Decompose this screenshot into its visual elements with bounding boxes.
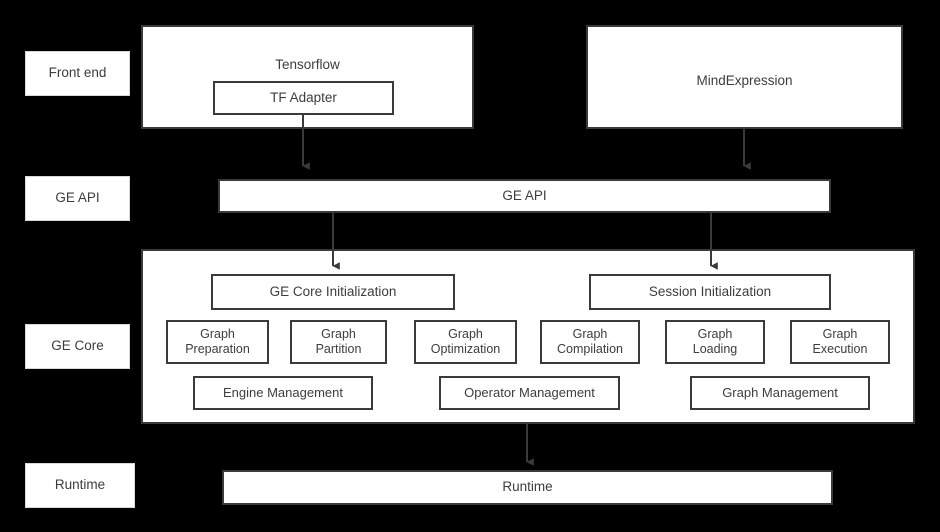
- layer-label-ge-core: GE Core: [25, 324, 130, 369]
- tensorflow-title: Tensorflow: [275, 57, 340, 72]
- mindexpression-title: MindExpression: [696, 73, 793, 88]
- graph-compilation-label: Graph Compilation: [556, 326, 623, 356]
- operator-management-box[interactable]: Operator Management: [439, 376, 620, 410]
- session-initialization-box[interactable]: Session Initialization: [589, 274, 831, 310]
- graph-compilation-box[interactable]: Graph Compilation: [540, 320, 640, 364]
- graph-execution-box[interactable]: Graph Execution: [790, 320, 890, 364]
- graph-loading-box[interactable]: Graph Loading: [665, 320, 765, 364]
- graph-optimization-label: Graph Optimization: [430, 326, 501, 356]
- runtime-bar-label: Runtime: [502, 479, 553, 495]
- layer-label-runtime-text: Runtime: [54, 477, 106, 493]
- ge-api-bar-label: GE API: [502, 187, 547, 203]
- session-initialization-label: Session Initialization: [648, 283, 772, 299]
- tf-adapter-box[interactable]: TF Adapter: [213, 81, 394, 115]
- layer-label-front-end: Front end: [25, 51, 130, 96]
- graph-optimization-box[interactable]: Graph Optimization: [414, 320, 517, 364]
- graph-partition-box[interactable]: Graph Partition: [290, 320, 387, 364]
- graph-management-label: Graph Management: [722, 385, 838, 401]
- layer-label-ge-core-text: GE Core: [51, 338, 104, 354]
- graph-loading-label: Graph Loading: [692, 326, 738, 356]
- graph-preparation-label: Graph Preparation: [185, 326, 250, 356]
- layer-label-ge-api: GE API: [25, 176, 130, 221]
- ge-api-bar[interactable]: GE API: [218, 179, 831, 213]
- layer-label-ge-api-text: GE API: [55, 190, 100, 206]
- runtime-bar[interactable]: Runtime: [222, 470, 833, 505]
- ge-core-initialization-label: GE Core Initialization: [269, 283, 397, 299]
- operator-management-label: Operator Management: [464, 385, 595, 401]
- tf-adapter-label: TF Adapter: [270, 89, 337, 105]
- graph-preparation-box[interactable]: Graph Preparation: [166, 320, 269, 364]
- mindexpression-group: MindExpression: [586, 25, 903, 129]
- graph-partition-label: Graph Partition: [315, 326, 362, 356]
- graph-execution-label: Graph Execution: [812, 326, 868, 356]
- engine-management-label: Engine Management: [223, 385, 343, 401]
- engine-management-box[interactable]: Engine Management: [193, 376, 373, 410]
- layer-label-front-end-text: Front end: [48, 65, 107, 81]
- layer-label-runtime: Runtime: [25, 463, 135, 508]
- ge-core-initialization-box[interactable]: GE Core Initialization: [211, 274, 455, 310]
- graph-management-box[interactable]: Graph Management: [690, 376, 870, 410]
